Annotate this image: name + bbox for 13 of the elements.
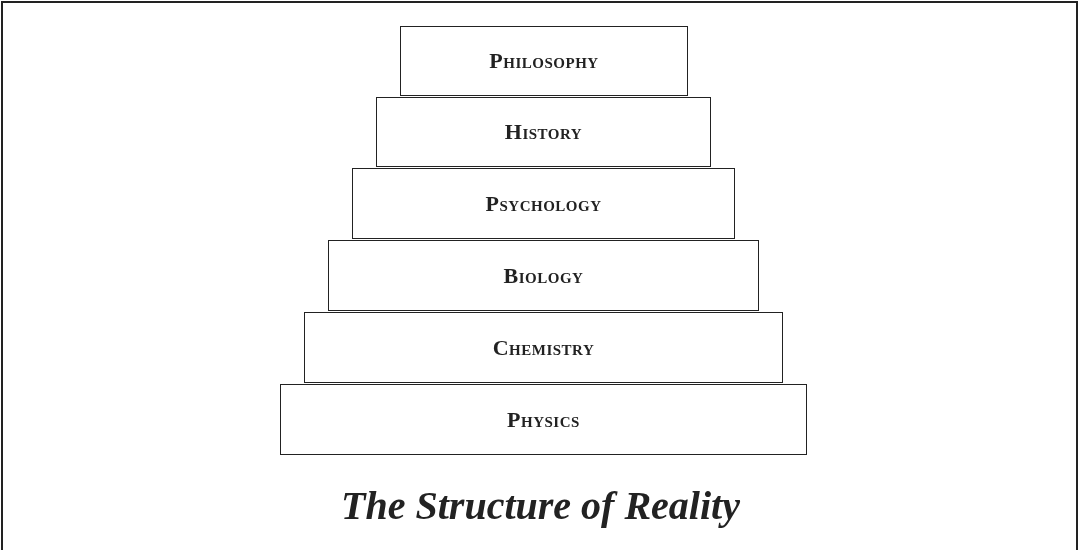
layer-label: Physics	[507, 406, 580, 433]
layer-box	[352, 168, 735, 239]
layer-box	[400, 26, 688, 96]
layer-label: Biology	[503, 262, 584, 289]
layer-box	[280, 384, 807, 455]
caption: The Structure of Reality	[341, 482, 740, 529]
layer-box	[328, 240, 759, 311]
layer-label: Psychology	[485, 190, 602, 217]
layer-box	[304, 312, 783, 383]
layer-box	[376, 97, 711, 167]
layer-label: Chemistry	[492, 334, 595, 361]
layer-label: Philosophy	[489, 48, 599, 74]
layer-label: History	[504, 119, 583, 145]
